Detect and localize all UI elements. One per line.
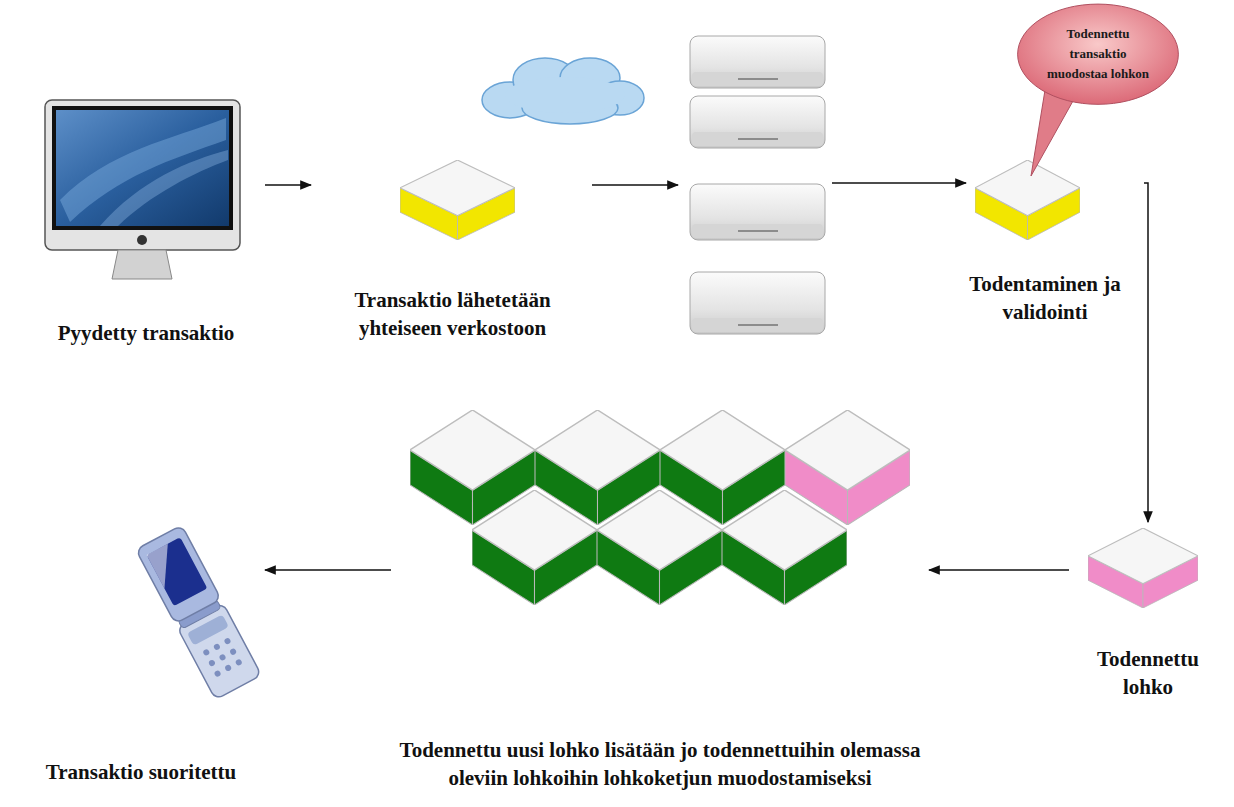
flow-arrow <box>265 569 391 571</box>
computer-icon <box>45 100 240 279</box>
step-node: Pyydetty transaktio <box>30 95 262 347</box>
callout-bubble: Todennettu transaktio muodostaa lohkon <box>1016 2 1180 106</box>
monitor-bezel <box>45 100 240 250</box>
step-caption: Todennettu uusi lohko lisätään jo todenn… <box>394 737 926 792</box>
server-unit <box>690 96 825 148</box>
server-unit <box>690 184 825 240</box>
callout-ellipse <box>1018 4 1179 104</box>
blockchain <box>410 410 910 605</box>
step-node: Transaktio lähetetään yhteiseen verkosto… <box>314 160 591 342</box>
verified-block <box>1088 528 1198 608</box>
monitor-screen <box>56 110 229 226</box>
step-caption: Todennettu lohko <box>1072 646 1224 701</box>
monitor-stand <box>112 250 172 279</box>
monitor-frame <box>52 106 233 230</box>
step-caption: Pyydetty transaktio <box>58 320 235 347</box>
step-node: Todennettu lohko <box>1072 525 1224 701</box>
screen-swoosh <box>100 150 228 226</box>
step-caption: Transaktio lähetetään yhteiseen verkosto… <box>314 287 591 342</box>
cloud-icon <box>482 58 644 124</box>
phone-icon <box>136 525 262 700</box>
server-unit <box>690 272 825 334</box>
step-node: Transaktio suoritettu <box>20 520 262 786</box>
flow-arrow <box>1144 183 1148 522</box>
validation-block <box>975 160 1080 240</box>
blockchain-node: Todennettu uusi lohko lisätään jo todenn… <box>394 405 926 792</box>
step-caption: Todentaminen ja validointi <box>949 271 1141 326</box>
server-unit <box>690 36 825 88</box>
flow-arrow <box>592 184 678 186</box>
server-stack <box>690 36 825 334</box>
step-caption: Transaktio suoritettu <box>46 759 236 786</box>
callout-text: Todennettu transaktio muodostaa lohkon <box>1039 24 1157 84</box>
step-node: Todentaminen ja validointi <box>949 160 1141 326</box>
flow-arrow <box>929 569 1069 571</box>
transaction-block <box>400 160 515 240</box>
flow-arrow <box>832 182 966 184</box>
flow-arrow <box>265 184 311 186</box>
logo <box>137 235 147 245</box>
